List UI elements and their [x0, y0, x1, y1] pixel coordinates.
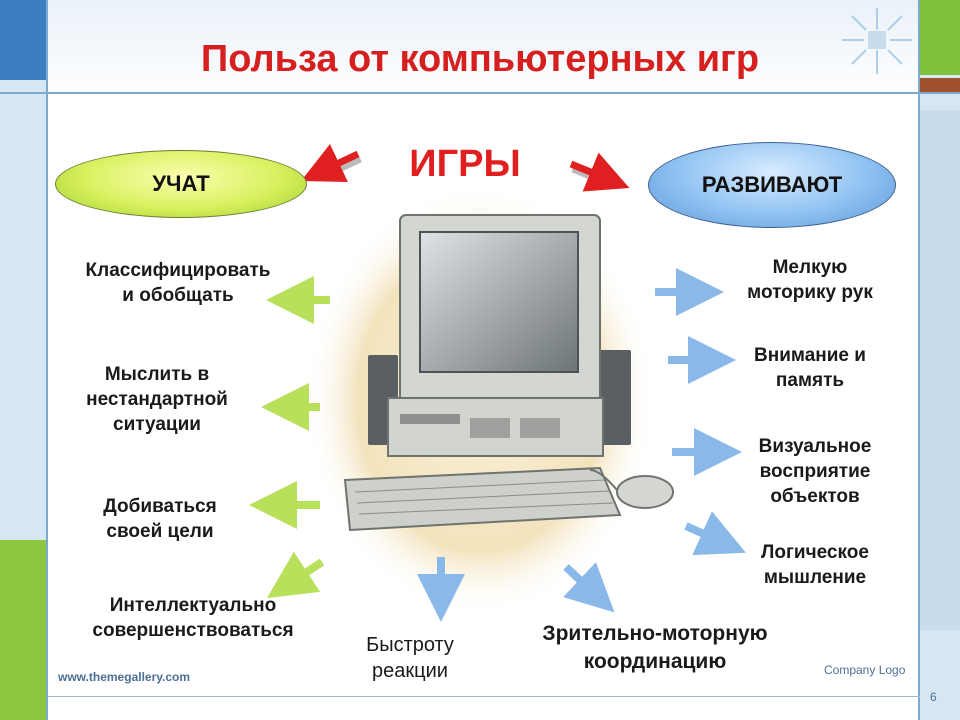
footer-url: www.themegallery.com — [58, 670, 191, 684]
right-item-3: Визуальное восприятие объектов — [758, 436, 872, 508]
decor-square-topleft — [0, 0, 48, 80]
right-item-1: Мелкую моторику рук — [747, 257, 873, 304]
bottom-item-2: Зрительно-моторную координацию — [542, 622, 768, 673]
decor-square-left-green — [0, 540, 48, 720]
divider-bottom — [48, 696, 920, 697]
left-item-4: Интеллектуально совершенствоваться — [92, 595, 294, 642]
bottom-item-1: Быстроту реакции — [366, 634, 454, 683]
decor-square-topright — [920, 0, 960, 75]
page-number: 6 — [930, 690, 937, 704]
left-item-3: Добиваться своей цели — [103, 496, 217, 543]
slide-title: Польза от компьютерных игр — [200, 38, 760, 80]
divider-left — [46, 0, 48, 720]
right-heading-ellipse: РАЗВИВАЮТ — [648, 142, 896, 228]
decor-square-right-blue — [920, 110, 960, 630]
header-band — [0, 0, 960, 95]
decor-square-right-brown — [920, 78, 960, 94]
company-logo-text: Company Logo — [824, 663, 906, 677]
divider-right — [918, 0, 920, 720]
left-item-1: Классифицировать и обобщать — [85, 260, 271, 307]
center-word: ИГРЫ — [409, 143, 521, 185]
divider-top — [0, 92, 960, 94]
left-heading-ellipse: УЧАТ — [55, 150, 307, 218]
left-item-2: Мыслить в нестандартной ситуации — [86, 364, 228, 436]
right-item-2: Внимание и память — [754, 345, 866, 392]
left-heading: УЧАТ — [152, 171, 210, 196]
right-heading: РАЗВИВАЮТ — [701, 172, 843, 197]
right-item-4: Логическое мышление — [761, 542, 869, 589]
